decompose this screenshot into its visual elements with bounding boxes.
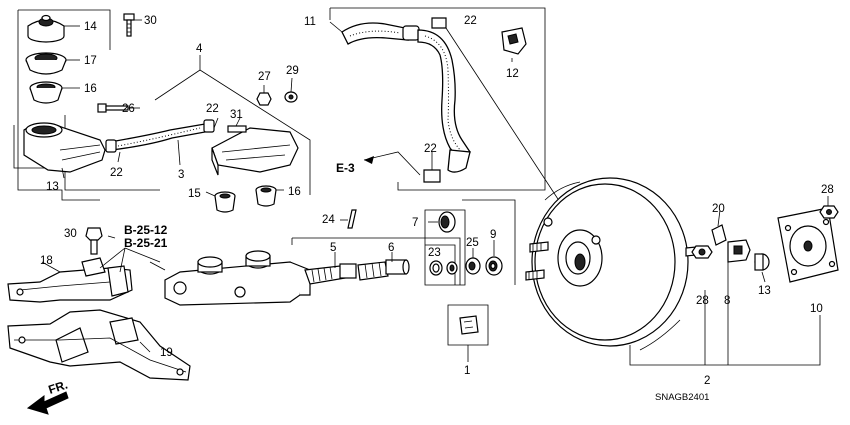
front-direction-label: FR.: [47, 378, 70, 397]
callout-27: 27: [258, 71, 271, 83]
callout-6: 6: [388, 242, 394, 254]
piston-assemblies: [304, 259, 410, 285]
clip: [459, 315, 479, 335]
diagram-code: SNAGB2401: [655, 392, 709, 403]
reference-labels: E-3 B-25-12 B-25-21 FR. SNAGB2401: [47, 161, 710, 403]
callout-23: 23: [428, 247, 441, 259]
seal-7: [438, 211, 456, 233]
brake-booster: [525, 177, 707, 351]
vacuum-hose: [341, 17, 591, 249]
callout-numbers: 14 17 16 30 4 26 22 31 27 29 22 3 13 15 …: [40, 15, 834, 387]
ref-b-25-21: B-25-21: [124, 236, 168, 250]
group-frames: [13, 7, 821, 366]
pin: [347, 209, 357, 229]
seal-25: [465, 257, 481, 275]
reservoir-seal: [25, 52, 67, 75]
nut-28-right: [819, 205, 839, 219]
primary-piston: [357, 259, 410, 281]
callout-1: 1: [464, 365, 470, 377]
callout-18: 17: [84, 55, 97, 67]
callout-14: 13: [46, 181, 59, 193]
callout-22-b: 22: [110, 167, 123, 179]
callout-21: 20: [712, 203, 725, 215]
callout-28-left: 28: [696, 295, 709, 307]
bracket-20: [7, 309, 191, 381]
reservoir-tank: [211, 91, 299, 176]
ref-e3: E-3: [336, 161, 355, 175]
callout-22-c: 22: [464, 15, 477, 27]
bolt-top: [123, 13, 135, 37]
reservoir-body: [23, 122, 106, 173]
callout-5: 5: [330, 242, 336, 254]
clevis-pin-21: [711, 224, 727, 246]
callout-16-left: 15: [188, 188, 201, 200]
brackets: [7, 227, 191, 381]
ref-b-25-12: B-25-12: [124, 223, 168, 237]
bracket-19: [7, 257, 133, 303]
seals: [429, 211, 503, 276]
reservoir-hose: [105, 119, 215, 153]
washer-23: [446, 261, 458, 275]
leader-lines: [41, 19, 829, 362]
callout-25: 25: [466, 237, 479, 249]
gasket-10: [777, 207, 839, 283]
callout-28-right: 28: [821, 184, 834, 196]
bushing-13: [754, 253, 770, 271]
reservoir-cap-parts: [23, 14, 106, 173]
grommets: [214, 185, 277, 213]
callout-4: 4: [196, 43, 203, 55]
callout-20: 19: [160, 347, 173, 359]
reservoir-strainer: [29, 81, 63, 104]
callout-22-a: 22: [206, 103, 219, 115]
callout-24: 24: [322, 214, 335, 226]
callout-26: 26: [122, 103, 135, 115]
nut-28-left: [691, 245, 713, 259]
callout-19: 18: [40, 255, 53, 267]
reservoir-cap: [27, 14, 65, 43]
seal-9: [485, 256, 503, 276]
callout-31: 31: [230, 109, 243, 121]
secondary-piston: [304, 263, 357, 285]
front-direction-arrow: [26, 391, 69, 415]
callout-2: 2: [704, 375, 710, 387]
grommet-left: [214, 191, 236, 213]
callout-9: 9: [490, 229, 496, 241]
callout-22-d: 22: [424, 143, 437, 155]
callout-16-right: 16: [288, 186, 301, 198]
callout-10: 10: [810, 303, 823, 315]
bolt-30-lower: [85, 227, 103, 255]
callout-3: 3: [178, 169, 184, 181]
callout-15: 14: [84, 21, 97, 33]
callout-29: 29: [286, 65, 299, 77]
hose-clip: [501, 27, 527, 55]
callout-13: 13: [758, 285, 771, 297]
booster-rear-parts: [691, 205, 839, 283]
grommet-right: [255, 185, 277, 207]
callout-12: 12: [506, 68, 519, 80]
e3-arrow: [364, 156, 374, 164]
yoke-8: [727, 239, 751, 263]
callout-7: 7: [412, 217, 418, 229]
callout-30-top: 30: [144, 15, 157, 27]
callout-17: 16: [84, 83, 97, 95]
callout-30-lower: 30: [64, 228, 77, 240]
master-cylinder-body: [164, 250, 311, 306]
callout-11: 11: [304, 16, 316, 28]
o-ring-23: [429, 260, 443, 276]
callout-8: 8: [724, 295, 730, 307]
